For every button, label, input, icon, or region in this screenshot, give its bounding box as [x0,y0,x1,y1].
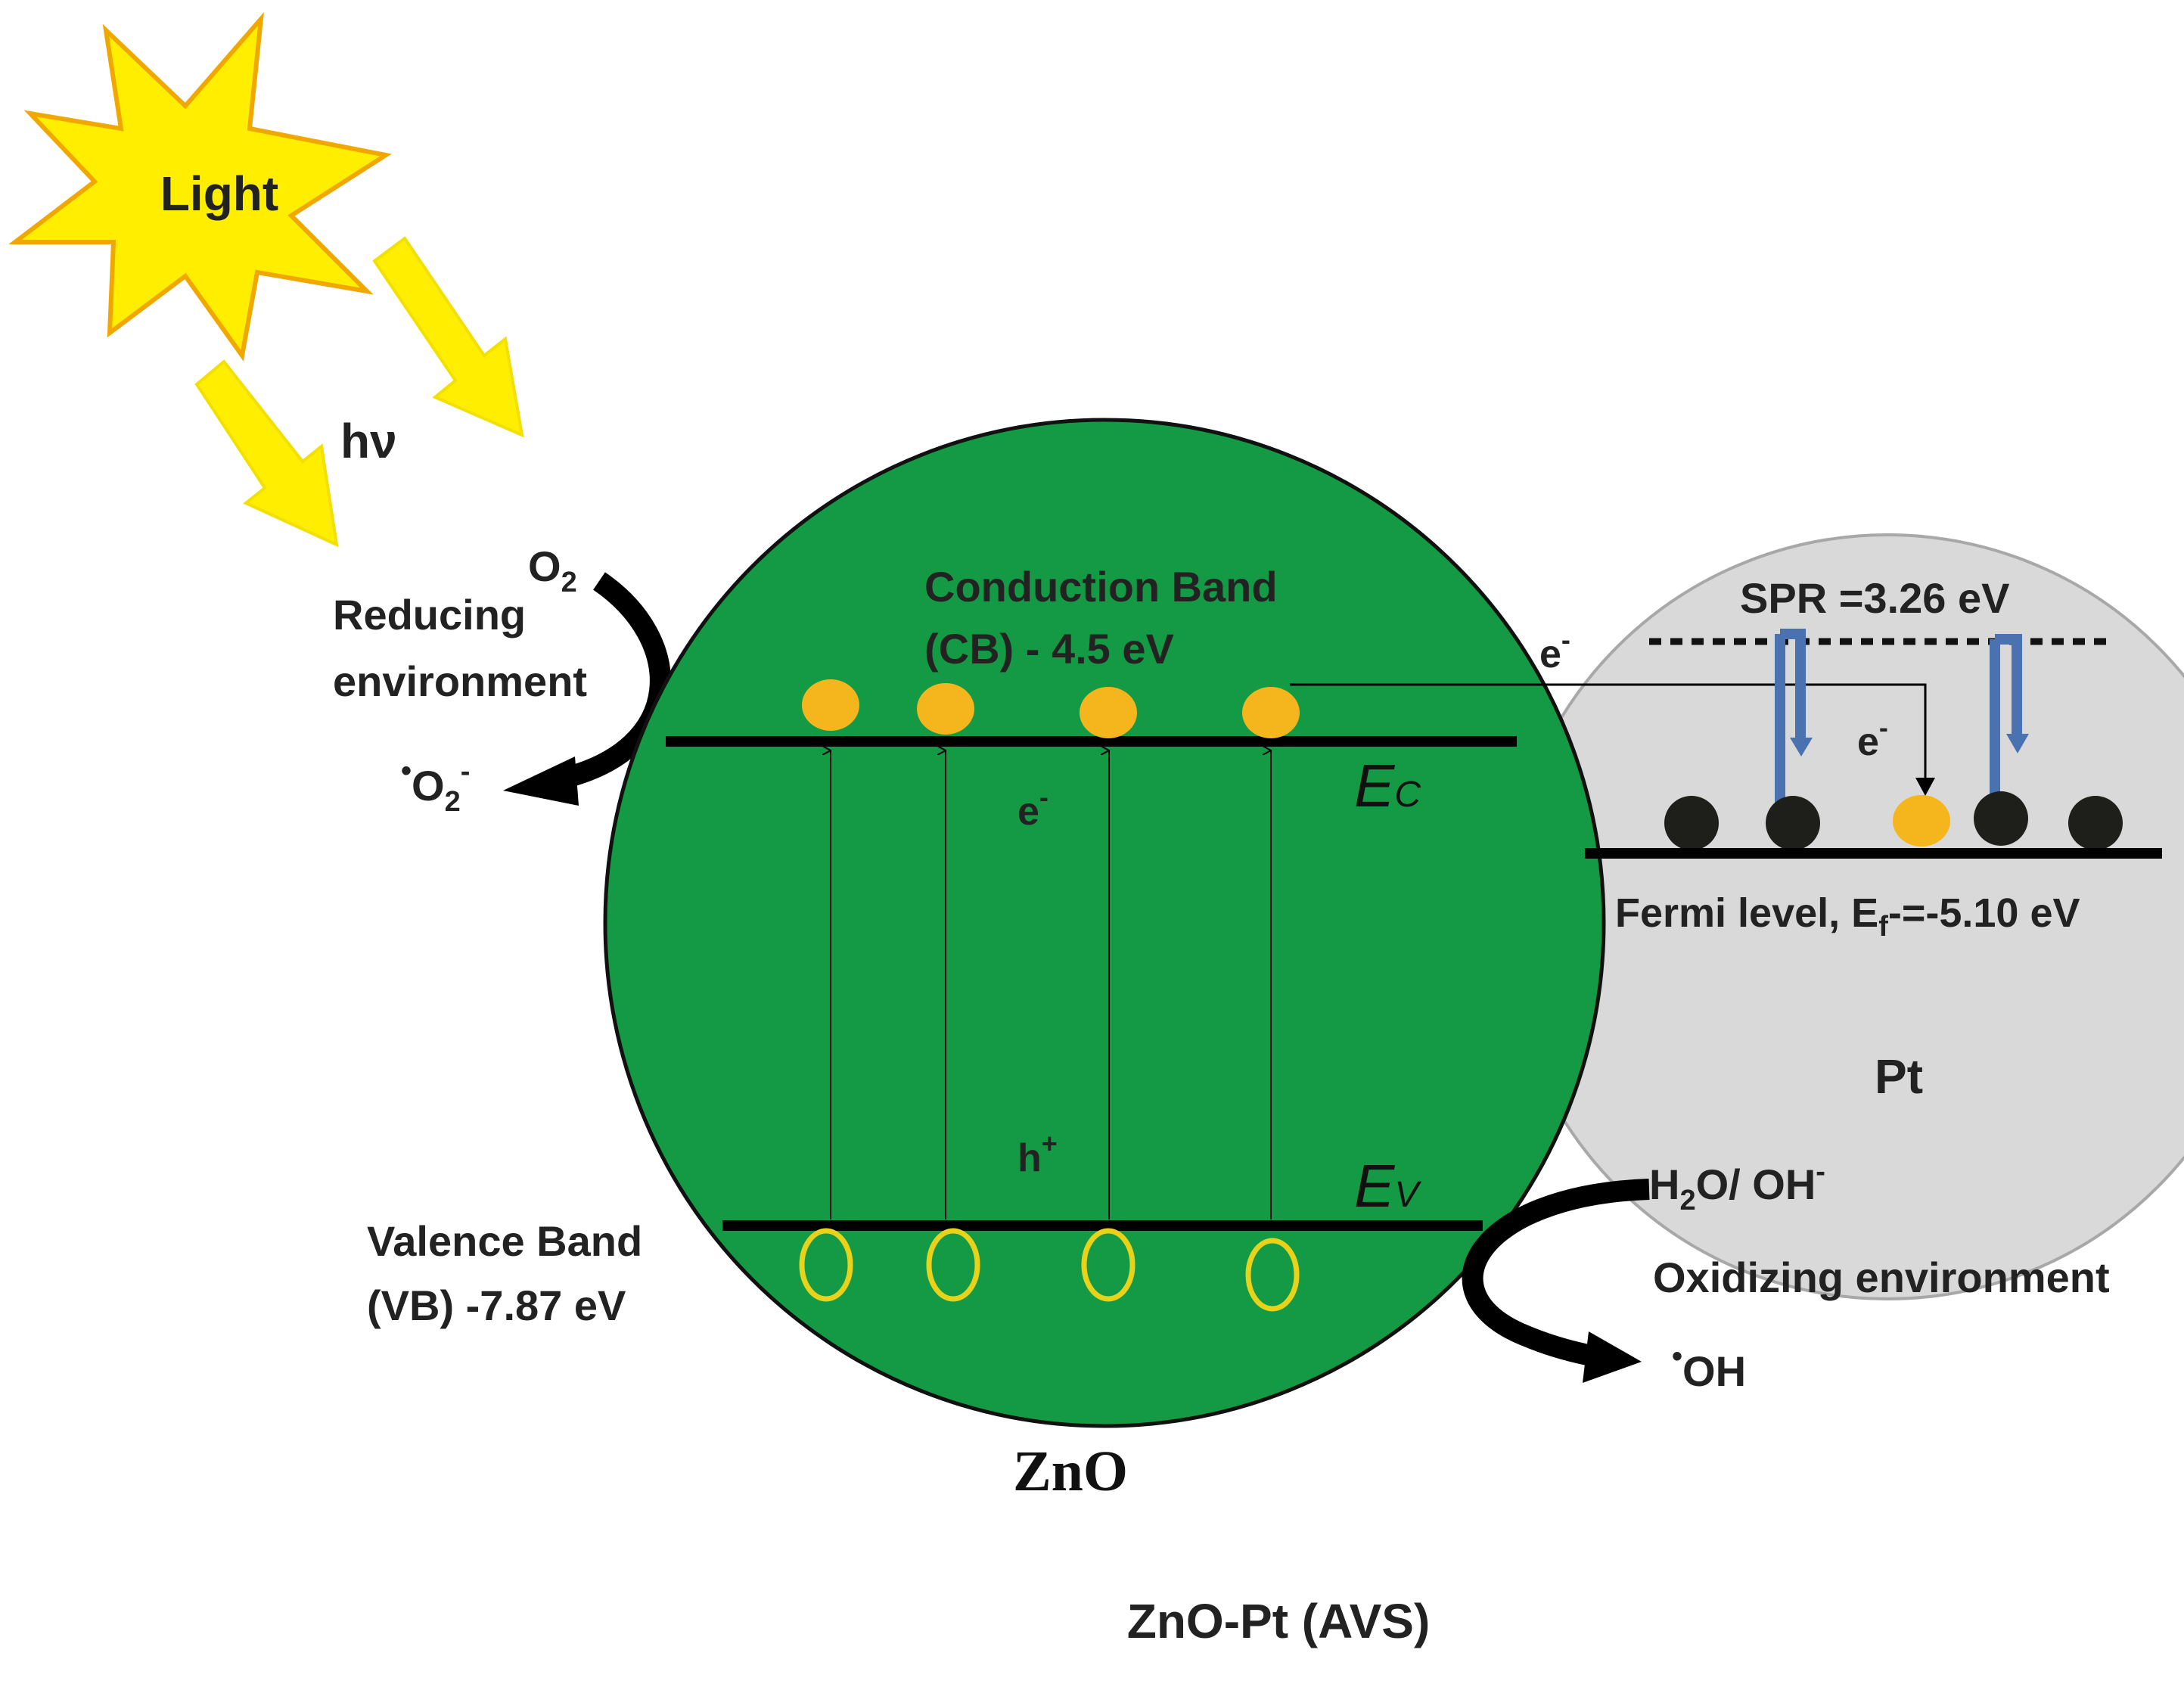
oxidizing-environment-label: Oxidizing environment [1653,1254,2110,1301]
spr-arrow-left [1775,629,1813,809]
hole [1245,1238,1300,1312]
excitation-arrows [831,750,1272,1219]
light-arrow-2 [372,236,524,438]
superoxide-label: •O2- [401,754,470,818]
water-hydroxide-label: H2O/ OH- [1649,1156,1825,1216]
spr-arrow-right [1990,634,2029,809]
pt-atom [1766,796,1820,850]
hole-label: h+ [1017,1128,1058,1180]
electron-label: e- [1017,781,1049,834]
reducing-label-line1: Reducing [333,591,526,638]
pt-electron-label: e- [1857,712,1888,764]
conduction-band-label-line2: (CB) - 4.5 eV [924,625,1174,673]
electron-transfer-arrow [1290,683,1935,796]
hole [926,1228,980,1302]
cb-electrons [802,679,1300,738]
zno-particle [603,418,1606,1428]
valence-band-label-line2: (VB) -7.87 eV [367,1282,626,1329]
pt-label: Pt [1875,1049,1923,1104]
conduction-band-label-line1: Conduction Band [924,563,1278,610]
figure-caption: ZnO-Pt (AVS) [1127,1594,1431,1648]
hv-label: hν [340,414,397,468]
ev-label: EV [1354,1152,1421,1219]
vb-holes [799,1228,1300,1312]
electron [917,683,974,735]
transferred-electron [1893,795,1950,847]
pt-atom [1664,796,1719,850]
hydroxyl-radical-label: •OH [1672,1340,1746,1395]
electron [1242,687,1300,738]
light-arrow-1 [194,359,339,548]
sun-icon [8,11,392,362]
fermi-level-label: Fermi level, Ef-=-5.10 eV [1615,890,2080,943]
valence-band-label-line1: Valence Band [367,1217,642,1265]
pt-atoms [1664,791,2123,850]
light-label: Light [160,166,278,221]
electron [802,679,859,731]
spr-label: SPR =3.26 eV [1740,574,2009,622]
pt-atom [1974,791,2028,846]
electron [1080,687,1137,738]
transfer-electron-label: e- [1539,624,1570,676]
o2-label: O2 [528,542,577,598]
ec-label: EC [1354,752,1421,819]
pt-atom [2068,796,2123,850]
hole [1081,1228,1135,1302]
hole [799,1228,853,1302]
zno-label: ZnO [1013,1440,1128,1503]
oxidation-curved-arrow [1462,1179,1650,1383]
reducing-label-line2: environment [333,657,587,705]
